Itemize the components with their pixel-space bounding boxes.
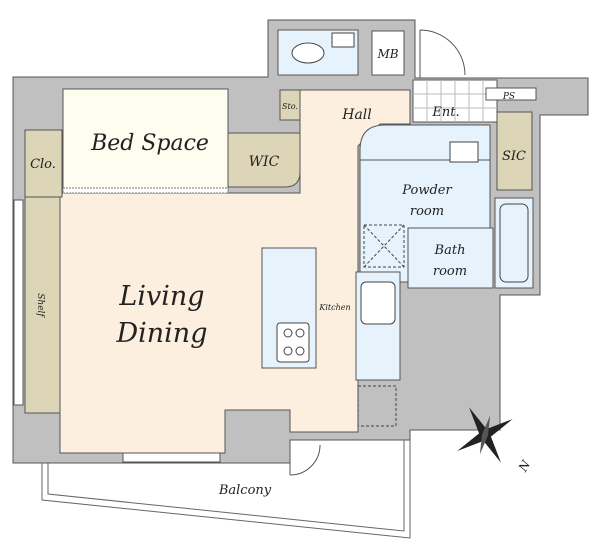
toilet-icon bbox=[291, 42, 325, 64]
bath-room-label-1: Bath bbox=[434, 243, 466, 258]
shelf-label: Shelf bbox=[35, 293, 45, 318]
storage-label: Sto. bbox=[282, 102, 298, 111]
window-bottom bbox=[122, 452, 221, 463]
entrance-door bbox=[419, 29, 466, 78]
window-left bbox=[13, 199, 24, 406]
sic bbox=[496, 111, 533, 191]
dining-label: Dining bbox=[116, 318, 208, 349]
ps-shaft bbox=[485, 87, 537, 101]
bathtub-inner bbox=[499, 203, 529, 283]
bath-room bbox=[407, 227, 494, 289]
entrance-label: Ent. bbox=[431, 105, 459, 120]
living-label: Living bbox=[118, 281, 204, 312]
closet-label: Clo. bbox=[30, 157, 56, 172]
mb-closet bbox=[371, 30, 405, 76]
hall-label: Hall bbox=[341, 107, 372, 123]
bed-space-curtain bbox=[62, 187, 229, 194]
fridge-space bbox=[357, 385, 397, 427]
bed-space-label: Bed Space bbox=[90, 131, 209, 156]
wic-label: WIC bbox=[249, 154, 280, 170]
kitchen-sink-icon bbox=[360, 281, 396, 325]
ps-label: PS bbox=[502, 92, 515, 102]
kitchen-label: Kitchen bbox=[318, 303, 350, 312]
washbasin-icon bbox=[449, 141, 479, 163]
storage bbox=[279, 89, 301, 121]
entrance-tiles bbox=[413, 80, 497, 122]
bath-room-label-2: room bbox=[433, 264, 467, 279]
stove-icon bbox=[276, 322, 310, 363]
powder-room-label-2: room bbox=[410, 204, 444, 219]
toilet-sink-icon bbox=[331, 32, 355, 48]
shelf bbox=[24, 196, 61, 414]
closet bbox=[24, 129, 63, 198]
compass-icon bbox=[457, 407, 513, 463]
wic bbox=[227, 132, 301, 188]
balcony-door bbox=[289, 444, 321, 476]
sic-label: SIC bbox=[502, 149, 526, 164]
burners bbox=[283, 328, 305, 356]
mb-label: MB bbox=[376, 47, 398, 61]
washer-space bbox=[363, 224, 405, 268]
north-label: N bbox=[515, 458, 533, 475]
balcony-label: Balcony bbox=[218, 483, 272, 498]
balcony bbox=[41, 440, 411, 539]
powder-room-label-1: Powder bbox=[401, 183, 452, 198]
